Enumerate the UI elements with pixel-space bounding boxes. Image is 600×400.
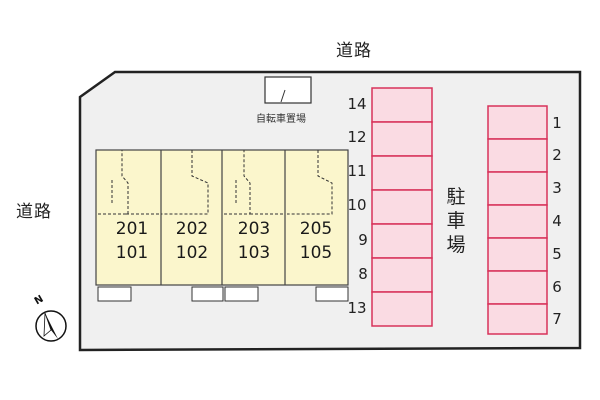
compass-icon — [35, 310, 67, 342]
parking-space-number: 2 — [552, 146, 562, 164]
stair-outline — [161, 150, 209, 215]
unit-number-upper: 203 — [237, 219, 271, 239]
parking-label-char: 車 — [446, 210, 466, 232]
parking-space — [371, 189, 433, 225]
parking-space-number: 6 — [552, 278, 562, 296]
parking-space — [487, 303, 548, 335]
bicycle-parking-label: 自転車置場 — [256, 114, 306, 125]
stair-outline — [98, 150, 129, 215]
parking-space — [487, 270, 548, 305]
parking-label: 駐 車 場 — [444, 185, 468, 257]
unit-number-lower: 101 — [115, 243, 149, 263]
parking-space — [487, 171, 548, 206]
parking-space-number: 14 — [347, 95, 367, 113]
unit-number-upper: 201 — [115, 219, 149, 239]
parking-label-char: 場 — [446, 234, 466, 256]
meter-box — [97, 286, 132, 302]
parking-left-spaces — [371, 87, 433, 327]
bicycle-shelter — [264, 76, 312, 104]
parking-space-number: 3 — [552, 179, 562, 197]
parking-space — [371, 223, 433, 259]
parking-space-number: 7 — [552, 310, 562, 328]
bicycle-shelter-mark — [280, 89, 286, 103]
unit-number-upper: 202 — [175, 219, 209, 239]
road-label-top: 道路 — [336, 41, 372, 61]
parking-space-number: 13 — [347, 299, 367, 317]
parking-space-number: 1 — [552, 114, 562, 132]
road-label-left: 道路 — [16, 202, 52, 222]
stair-outlines — [98, 150, 333, 215]
parking-space-number: 11 — [347, 162, 367, 180]
parking-space — [371, 155, 433, 191]
meter-box — [191, 286, 224, 302]
parking-space-number: 4 — [552, 212, 562, 230]
stair-outline — [224, 150, 251, 215]
meter-box — [224, 286, 259, 302]
parking-space-number: 9 — [358, 231, 368, 249]
parking-space — [371, 121, 433, 157]
parking-space — [371, 87, 433, 123]
stair-outline — [287, 150, 333, 215]
parking-space-number: 12 — [347, 128, 367, 146]
unit-number-upper: 205 — [299, 219, 333, 239]
parking-space — [371, 291, 433, 327]
parking-space — [487, 138, 548, 173]
parking-space — [487, 204, 548, 239]
parking-space — [487, 105, 548, 140]
unit-number-lower: 103 — [237, 243, 271, 263]
parking-right-spaces — [487, 105, 548, 335]
parking-space — [487, 237, 548, 272]
meter-box — [315, 286, 349, 302]
unit-number-lower: 102 — [175, 243, 209, 263]
parking-space-number: 10 — [347, 196, 367, 214]
parking-label-char: 駐 — [446, 186, 466, 208]
parking-space-number: 8 — [358, 265, 368, 283]
parking-space — [371, 257, 433, 293]
unit-number-lower: 105 — [299, 243, 333, 263]
parking-space-number: 5 — [552, 245, 562, 263]
